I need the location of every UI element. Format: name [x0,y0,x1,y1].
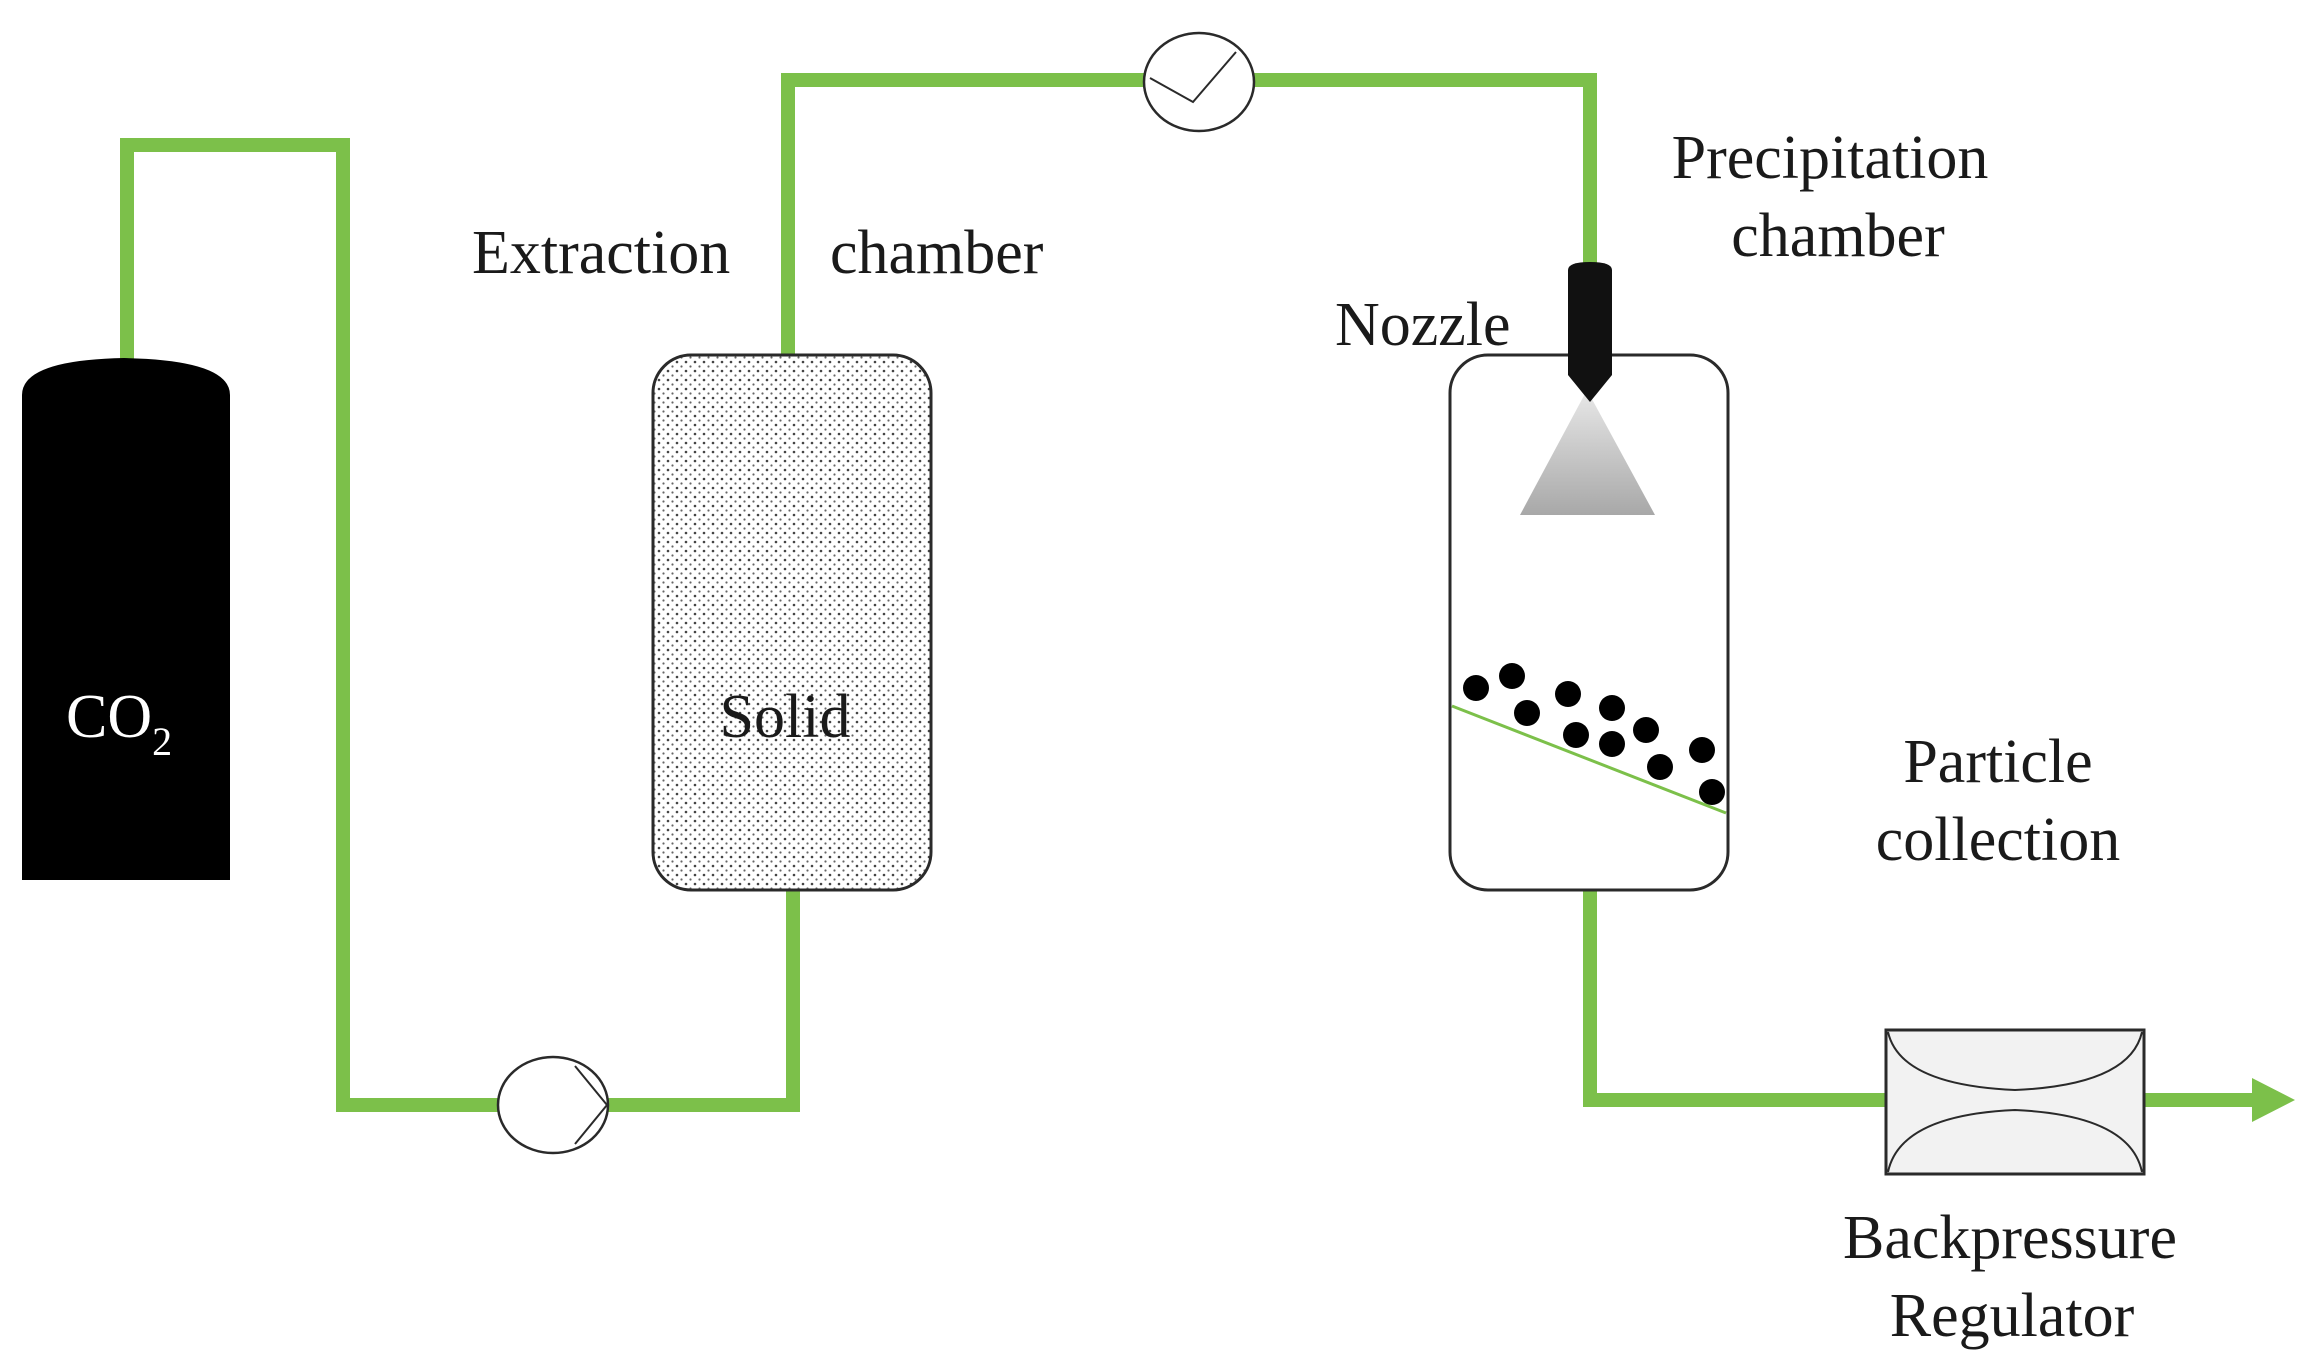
co2-label: CO2 [66,683,172,764]
collection-filter-line [1451,704,1727,815]
particle-collection-label-line1: Particle [1903,728,2092,796]
backpressure-regulator-icon [1884,1028,2146,1176]
gas-cylinder-icon: CO2 [22,358,230,880]
extraction-chamber: Solid [651,353,933,892]
nozzle-label: Nozzle [1335,291,1511,359]
backpressure-regulator-label-line1: Backpressure [1843,1204,2177,1272]
pipe-valve-to-nozzle [1252,73,1597,270]
check-valve-icon [1142,31,1256,133]
pipe-network [120,73,2255,1112]
precipitation-chamber-label-line1: Precipitation [1672,124,1989,192]
backpressure-regulator-label-line2: Regulator [1890,1282,2135,1350]
pipe-cylinder-to-pump [120,138,500,1112]
flow-arrow-icon [2252,1078,2295,1122]
pipe-extraction-to-valve [781,73,1146,360]
spray-cone [1520,390,1655,515]
extraction-chamber-label-part1: Extraction [472,219,730,287]
pipe-pump-to-extraction [608,890,800,1112]
pipe-precipitation-to-regulator [1583,890,1888,1107]
precipitation-chamber [1448,353,1730,892]
co2-label-subscript: 2 [152,719,172,764]
pump-icon [496,1055,610,1155]
spray-nozzle-icon [1568,262,1612,402]
particles [1463,663,1725,805]
solid-label: Solid [720,683,851,751]
particle-collection-label-line2: collection [1876,806,2120,874]
co2-label-main: CO [66,683,152,751]
extraction-chamber-label-part2: chamber [830,219,1044,287]
precipitation-chamber-label-line2: chamber [1731,202,1945,270]
